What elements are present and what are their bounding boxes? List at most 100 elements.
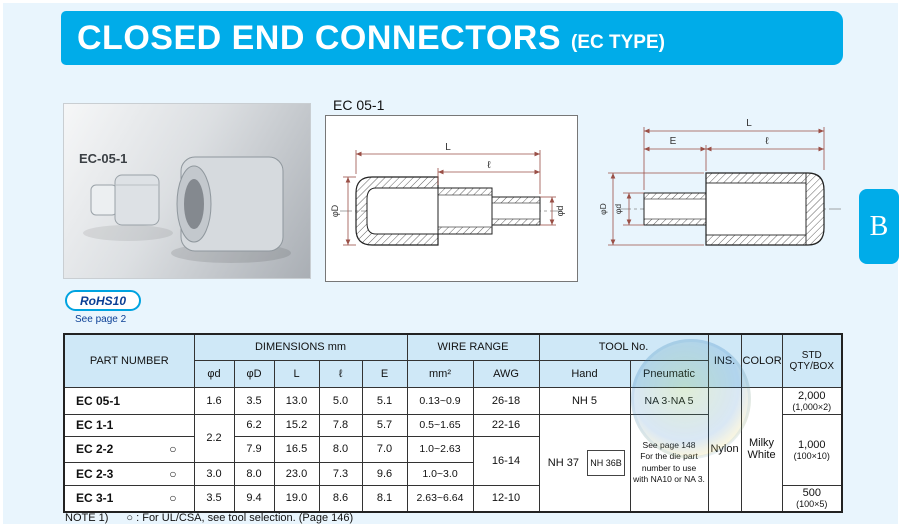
qty-detail: (100×10) (793, 450, 830, 461)
cell-mm2: 1.0~2.63 (406, 435, 474, 463)
color-line1: Milky (749, 437, 775, 449)
cell-L: 16.5 (273, 435, 320, 463)
section-index-tab[interactable]: B (859, 189, 899, 264)
header-dimensions: DIMENSIONS mm (193, 333, 408, 361)
cell-L: 13.0 (273, 386, 320, 415)
header-phid: φd (193, 359, 235, 388)
dimension-labels: L E ℓ φD φd (598, 118, 769, 215)
header-mm2: mm² (406, 359, 474, 388)
cell-hand-group: NH 37 NH 36B (538, 413, 631, 512)
rohs-see-page: See page 2 (75, 314, 127, 325)
cell-phiD: 7.9 (233, 435, 275, 463)
qty-value: 1,000 (798, 438, 826, 451)
pneu-note-line: For the die part (640, 451, 698, 462)
cell-mm2: 2.63~6.64 (406, 485, 474, 512)
cell-color: Milky White (740, 386, 783, 512)
table-row: EC 2-2○ 7.9 16.5 8.0 7.0 1.0~2.63 16-14 (63, 435, 842, 486)
dim-phiD-label: φD (330, 204, 340, 217)
cell-part: EC 2-2○ (63, 435, 195, 463)
cell-part: EC 3-1○ (63, 485, 195, 512)
header-std-line1: STD (801, 349, 822, 361)
ul-csa-mark: ○ (169, 442, 177, 457)
cell-awg-merged: 16-14 (472, 435, 540, 486)
header-hand: Hand (538, 359, 631, 388)
spec-table: PART NUMBER DIMENSIONS mm WIRE RANGE TOO… (63, 333, 844, 513)
part-number: EC 05-1 (76, 393, 121, 408)
cell-hand: NH 5 (538, 386, 631, 415)
cell-l: 8.0 (318, 435, 363, 463)
header-wire-range: WIRE RANGE (406, 333, 540, 361)
color-line2: White (747, 449, 776, 461)
cell-phid: 1.6 (193, 386, 235, 415)
drawing-title: EC 05-1 (333, 97, 385, 113)
header-part-number: PART NUMBER (63, 333, 195, 388)
dim-l-label: ℓ (487, 160, 491, 171)
cell-qty: 2,000 (1,000×2) (781, 386, 843, 415)
cell-awg: 22-16 (472, 413, 540, 437)
dim-L-label: L (746, 118, 752, 129)
catalog-page: CLOSED END CONNECTORS (EC TYPE) B EC-05-… (3, 3, 899, 524)
cell-mm2: 0.13~0.9 (406, 386, 474, 415)
cell-awg: 12-10 (472, 485, 540, 512)
cell-phiD: 6.2 (233, 413, 275, 437)
dimension-lines (343, 150, 556, 246)
header-tool-no: TOOL No. (538, 333, 709, 361)
cell-qty-merged: 1,000 (100×10) (781, 413, 843, 486)
part-number: EC 2-3 (76, 467, 114, 481)
header-l: ℓ (318, 359, 363, 388)
cell-qty: 500 (100×5) (781, 485, 843, 512)
table-row: EC 1-1 2.2 6.2 15.2 7.8 5.7 0.5~1.65 22-… (63, 413, 843, 512)
cell-phiD: 3.5 (233, 386, 275, 415)
header-std-line2: QTY/BOX (789, 360, 834, 372)
footnote-label: NOTE 1) (65, 512, 109, 524)
cell-part: EC 05-1 (63, 386, 195, 415)
pneu-note-line: See page 148 (642, 440, 696, 451)
footnote-text: ○ : For UL/CSA, see tool selection. (Pag… (126, 512, 354, 524)
dim-phid-label: φd (555, 206, 565, 217)
qty-detail: (1,000×2) (792, 401, 832, 412)
dim-phid-label: φd (613, 204, 623, 215)
cell-l: 8.6 (318, 485, 363, 512)
part-number: EC 1-1 (76, 418, 114, 432)
cell-awg: 26-18 (472, 386, 540, 415)
header-color: COLOR (740, 333, 783, 388)
cell-l: 7.3 (318, 462, 363, 486)
cell-mm2: 1.0~3.0 (406, 462, 474, 486)
dimension-lines (608, 127, 825, 246)
part-number: EC 3-1 (76, 491, 114, 506)
product-photo: EC-05-1 (63, 103, 311, 279)
header-awg: AWG (472, 359, 540, 388)
dim-l-label: ℓ (765, 136, 769, 147)
cell-part: EC 2-3○ (63, 462, 195, 486)
qty-detail: (100×5) (796, 499, 828, 510)
qty-value: 2,000 (798, 389, 826, 402)
cell-phiD: 8.0 (233, 462, 275, 486)
table-row: EC 3-1○ 3.5 9.4 19.0 8.6 8.1 2.63~6.64 1… (63, 485, 843, 512)
qty-value: 500 (802, 487, 821, 500)
cell-phid-merged: 2.2 (193, 413, 235, 463)
hand-tool-sub: NH 36B (587, 450, 625, 476)
page-banner: CLOSED END CONNECTORS (EC TYPE) (61, 11, 843, 65)
cell-l: 7.8 (318, 413, 363, 437)
technical-drawing-1: L ℓ φD φd (325, 115, 578, 282)
connector-section (355, 176, 541, 246)
cell-ins: Nylon (707, 386, 742, 512)
cell-E: 5.7 (361, 413, 408, 437)
page-title-suffix: (EC TYPE) (571, 32, 665, 53)
technical-drawing-2: L E ℓ φD φd (598, 109, 851, 281)
header-std-qty: STD QTY/BOX (781, 333, 843, 388)
cell-E: 9.6 (361, 462, 408, 486)
header-phiD: φD (233, 359, 275, 388)
cell-pneumatic-note: See page 148 For the die part number to … (629, 413, 709, 512)
cell-phid: 3.5 (193, 485, 235, 512)
page-title: CLOSED END CONNECTORS (77, 18, 562, 57)
photo-part-label: EC-05-1 (79, 151, 128, 166)
header-ins: INS. (707, 333, 742, 388)
hand-tool-main: NH 37 (547, 456, 579, 469)
pneu-note-line: with NA10 or NA 3. (633, 473, 705, 484)
section-drawing-left: L ℓ φD φd (330, 142, 565, 246)
dim-E-label: E (670, 136, 677, 147)
cell-L: 23.0 (273, 462, 320, 486)
connector-section (643, 172, 825, 246)
header-E: E (361, 359, 408, 388)
